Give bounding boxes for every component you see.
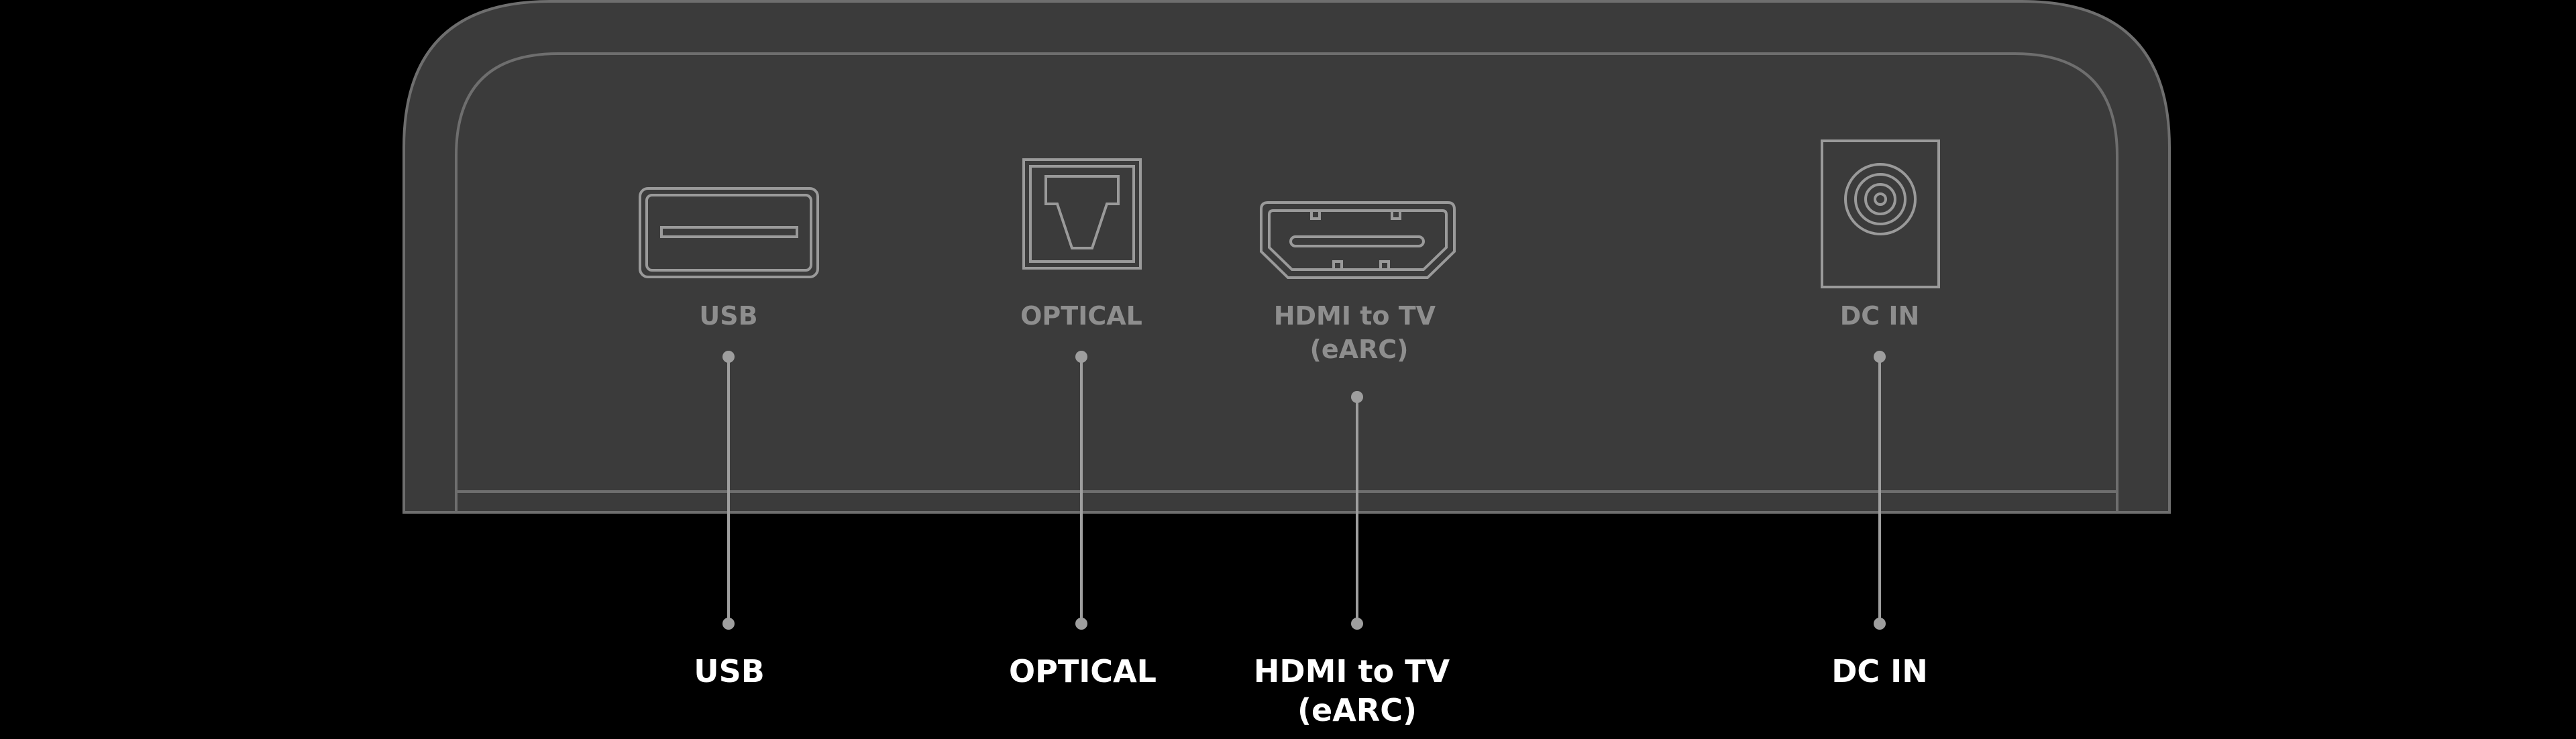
callout-label-optical: OPTICAL — [1009, 653, 1157, 689]
leader-line-hdmi — [1351, 391, 1363, 630]
panel-label-usb: USB — [699, 301, 757, 331]
leader-dot-top — [1874, 351, 1886, 363]
callout-label-usb-line: USB — [694, 653, 765, 689]
hdmi-port-icon — [1260, 201, 1456, 279]
device-inner-bevel — [455, 52, 2118, 512]
callout-label-usb: USB — [694, 653, 765, 689]
dc-in-port-icon — [1821, 139, 1940, 288]
optical-port-icon — [1022, 158, 1142, 270]
panel-label-dc-in-line: DC IN — [1840, 301, 1920, 331]
leader-dot-bottom — [722, 618, 735, 630]
callout-label-optical-line: OPTICAL — [1009, 653, 1157, 689]
panel-label-optical: OPTICAL — [1020, 301, 1142, 331]
callout-label-hdmi-line-1: HDMI to TV — [1254, 653, 1450, 689]
panel-label-hdmi: HDMI to TV (eARC) — [1274, 301, 1445, 364]
callout-label-hdmi: HDMI to TV (eARC) — [1254, 653, 1460, 728]
panel-label-optical-line: OPTICAL — [1020, 301, 1142, 331]
leader-dot-bottom — [1874, 618, 1886, 630]
leader-line-dc-in — [1874, 351, 1886, 630]
panel-label-hdmi-line-2: (eARC) — [1309, 335, 1408, 364]
panel-label-hdmi-line-1: HDMI to TV — [1274, 301, 1436, 331]
callout-label-dc-in-line: DC IN — [1831, 653, 1928, 689]
callout-label-dc-in: DC IN — [1831, 653, 1928, 689]
panel-label-usb-line: USB — [699, 301, 757, 331]
leader-line-usb — [722, 351, 735, 630]
device-outer-shell — [402, 0, 2171, 514]
callout-label-hdmi-line-2: (eARC) — [1297, 692, 1417, 728]
leader-dot-top — [1075, 351, 1087, 363]
leader-dot-bottom — [1075, 618, 1087, 630]
usb-port-icon — [639, 187, 819, 278]
leader-dot-top — [722, 351, 735, 363]
panel-label-dc-in: DC IN — [1840, 301, 1920, 331]
device-back-panel — [402, 0, 2171, 514]
leader-dot-bottom — [1351, 618, 1363, 630]
leader-line-optical — [1075, 351, 1087, 630]
leader-dot-top — [1351, 391, 1363, 403]
